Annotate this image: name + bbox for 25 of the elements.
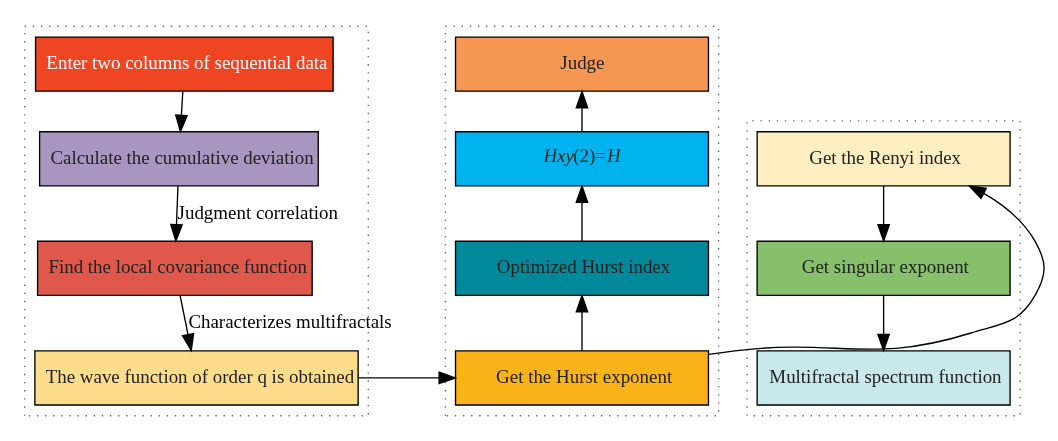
node-box: Judge [454,35,710,92]
arrow [179,294,195,353]
node-box: The wave function of order q is obtained [34,349,359,406]
arrow [876,294,891,353]
edge-label: Judgment correlation [177,201,338,223]
arrow [876,184,891,243]
node-box: Hxy(2)=H [454,130,710,186]
arrow [174,90,189,134]
node-box: Calculate the cumulative deviation [38,130,319,186]
node-box: Multifractal spectrum function [756,349,1011,406]
node-box: Get the Renyi index [756,130,1011,186]
arrow [575,89,589,132]
node-box: Find the local covariance function [36,240,313,296]
arrow [707,184,1045,355]
cluster [746,119,1021,416]
arrow [169,184,184,243]
arrow [575,183,589,242]
arrow [357,370,458,385]
node-box: Get the Hurst exponent [454,349,710,406]
node-box: Enter two columns of sequential data [34,35,334,92]
node-box: Get singular exponent [756,240,1011,296]
edge-label: Characterizes multifractals [188,310,392,332]
arrow [575,293,589,351]
node-box: Optimized Hurst index [454,240,710,296]
cluster [444,25,720,416]
